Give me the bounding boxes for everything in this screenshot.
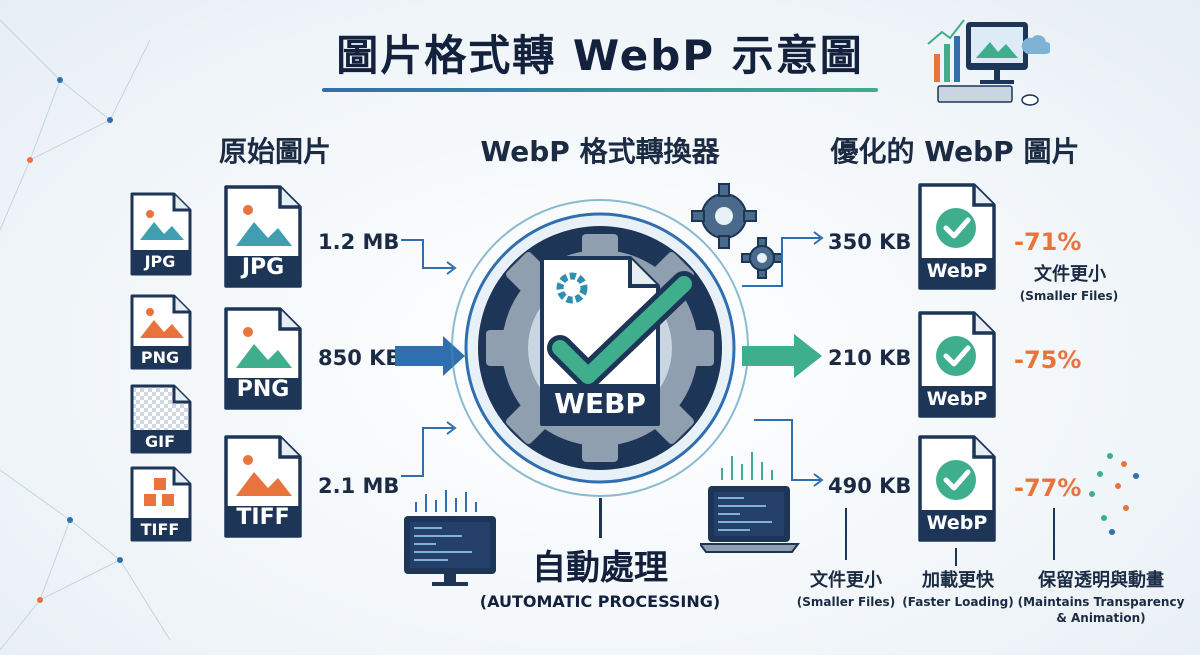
optimized-images-heading: 優化的 WebP 圖片 bbox=[830, 135, 1080, 168]
small-file-png: PNG bbox=[128, 294, 192, 372]
page-title: 圖片格式轉 WebP 示意圖 bbox=[336, 31, 864, 80]
reduction-3: -77% bbox=[1014, 474, 1082, 502]
benefit-smaller-files-sub: (Smaller Files) bbox=[796, 595, 896, 609]
processing-label: 自動處理 bbox=[532, 548, 668, 588]
dots-decoration-right bbox=[1089, 453, 1139, 535]
benefit-smaller-files: 文件更小 bbox=[810, 570, 882, 591]
input-file-tiff: TIFF bbox=[222, 434, 304, 540]
input-size-png: 850 KB bbox=[318, 346, 402, 370]
benefit-transparency: 保留透明與動畫 bbox=[1038, 570, 1164, 591]
output-size-1: 350 KB bbox=[828, 230, 912, 254]
benefit-faster-loading-sub: (Faster Loading) bbox=[902, 595, 1014, 609]
file-format-label: GIF bbox=[144, 432, 175, 451]
code-monitor-icon bbox=[404, 490, 496, 586]
code-laptop-icon bbox=[700, 452, 800, 553]
input-arrows bbox=[395, 239, 465, 477]
gears-icon bbox=[691, 183, 783, 279]
input-file-jpg: JPG bbox=[222, 184, 304, 290]
file-format-label: PNG bbox=[140, 348, 180, 367]
small-file-gif: GIF bbox=[128, 384, 192, 456]
benefit-faster-loading: 加載更快 bbox=[922, 570, 994, 591]
file-format-label: TIFF bbox=[140, 520, 180, 539]
title-underline bbox=[322, 88, 878, 92]
benefit-connectors bbox=[845, 508, 1055, 566]
side-note-label: 文件更小 bbox=[1034, 264, 1106, 285]
webp-converter-core bbox=[451, 199, 749, 497]
small-file-tiff: TIFF bbox=[128, 466, 192, 544]
output-file-webp-2: WebP bbox=[916, 310, 998, 420]
file-format-label: JPG bbox=[144, 252, 176, 271]
side-note-sublabel: (Smaller Files) bbox=[1019, 289, 1119, 303]
input-file-png: PNG bbox=[222, 306, 304, 412]
input-size-jpg: 1.2 MB bbox=[318, 230, 400, 254]
benefit-transparency-sub: (Maintains Transparency & Animation) bbox=[1017, 595, 1185, 625]
monitor-chart-icon bbox=[927, 19, 1050, 106]
file-format-label: JPG bbox=[241, 255, 285, 280]
original-images-heading: 原始圖片 bbox=[218, 135, 331, 168]
reduction-2: -75% bbox=[1014, 346, 1082, 374]
network-decoration-left bbox=[0, 19, 171, 651]
input-size-tiff: 2.1 MB bbox=[318, 474, 400, 498]
processing-sublabel: (AUTOMATIC PROCESSING) bbox=[479, 592, 721, 611]
small-file-jpg: JPG bbox=[128, 192, 192, 278]
converter-heading: WebP 格式轉換器 bbox=[480, 135, 720, 168]
file-format-label: PNG bbox=[236, 377, 290, 402]
processing-connector bbox=[599, 498, 602, 538]
reduction-1: -71% bbox=[1014, 228, 1082, 256]
file-format-label: TIFF bbox=[236, 505, 290, 530]
file-format-label: WebP bbox=[926, 388, 988, 410]
output-file-webp-1: WebP bbox=[916, 182, 998, 292]
output-size-2: 210 KB bbox=[828, 346, 912, 370]
file-format-label: WebP bbox=[926, 260, 988, 282]
output-size-3: 490 KB bbox=[828, 474, 912, 498]
output-arrows bbox=[742, 231, 824, 487]
file-format-label: WebP bbox=[926, 512, 988, 534]
output-file-webp-3: WebP bbox=[916, 434, 998, 544]
converter-badge-label: WEBP bbox=[554, 387, 646, 420]
